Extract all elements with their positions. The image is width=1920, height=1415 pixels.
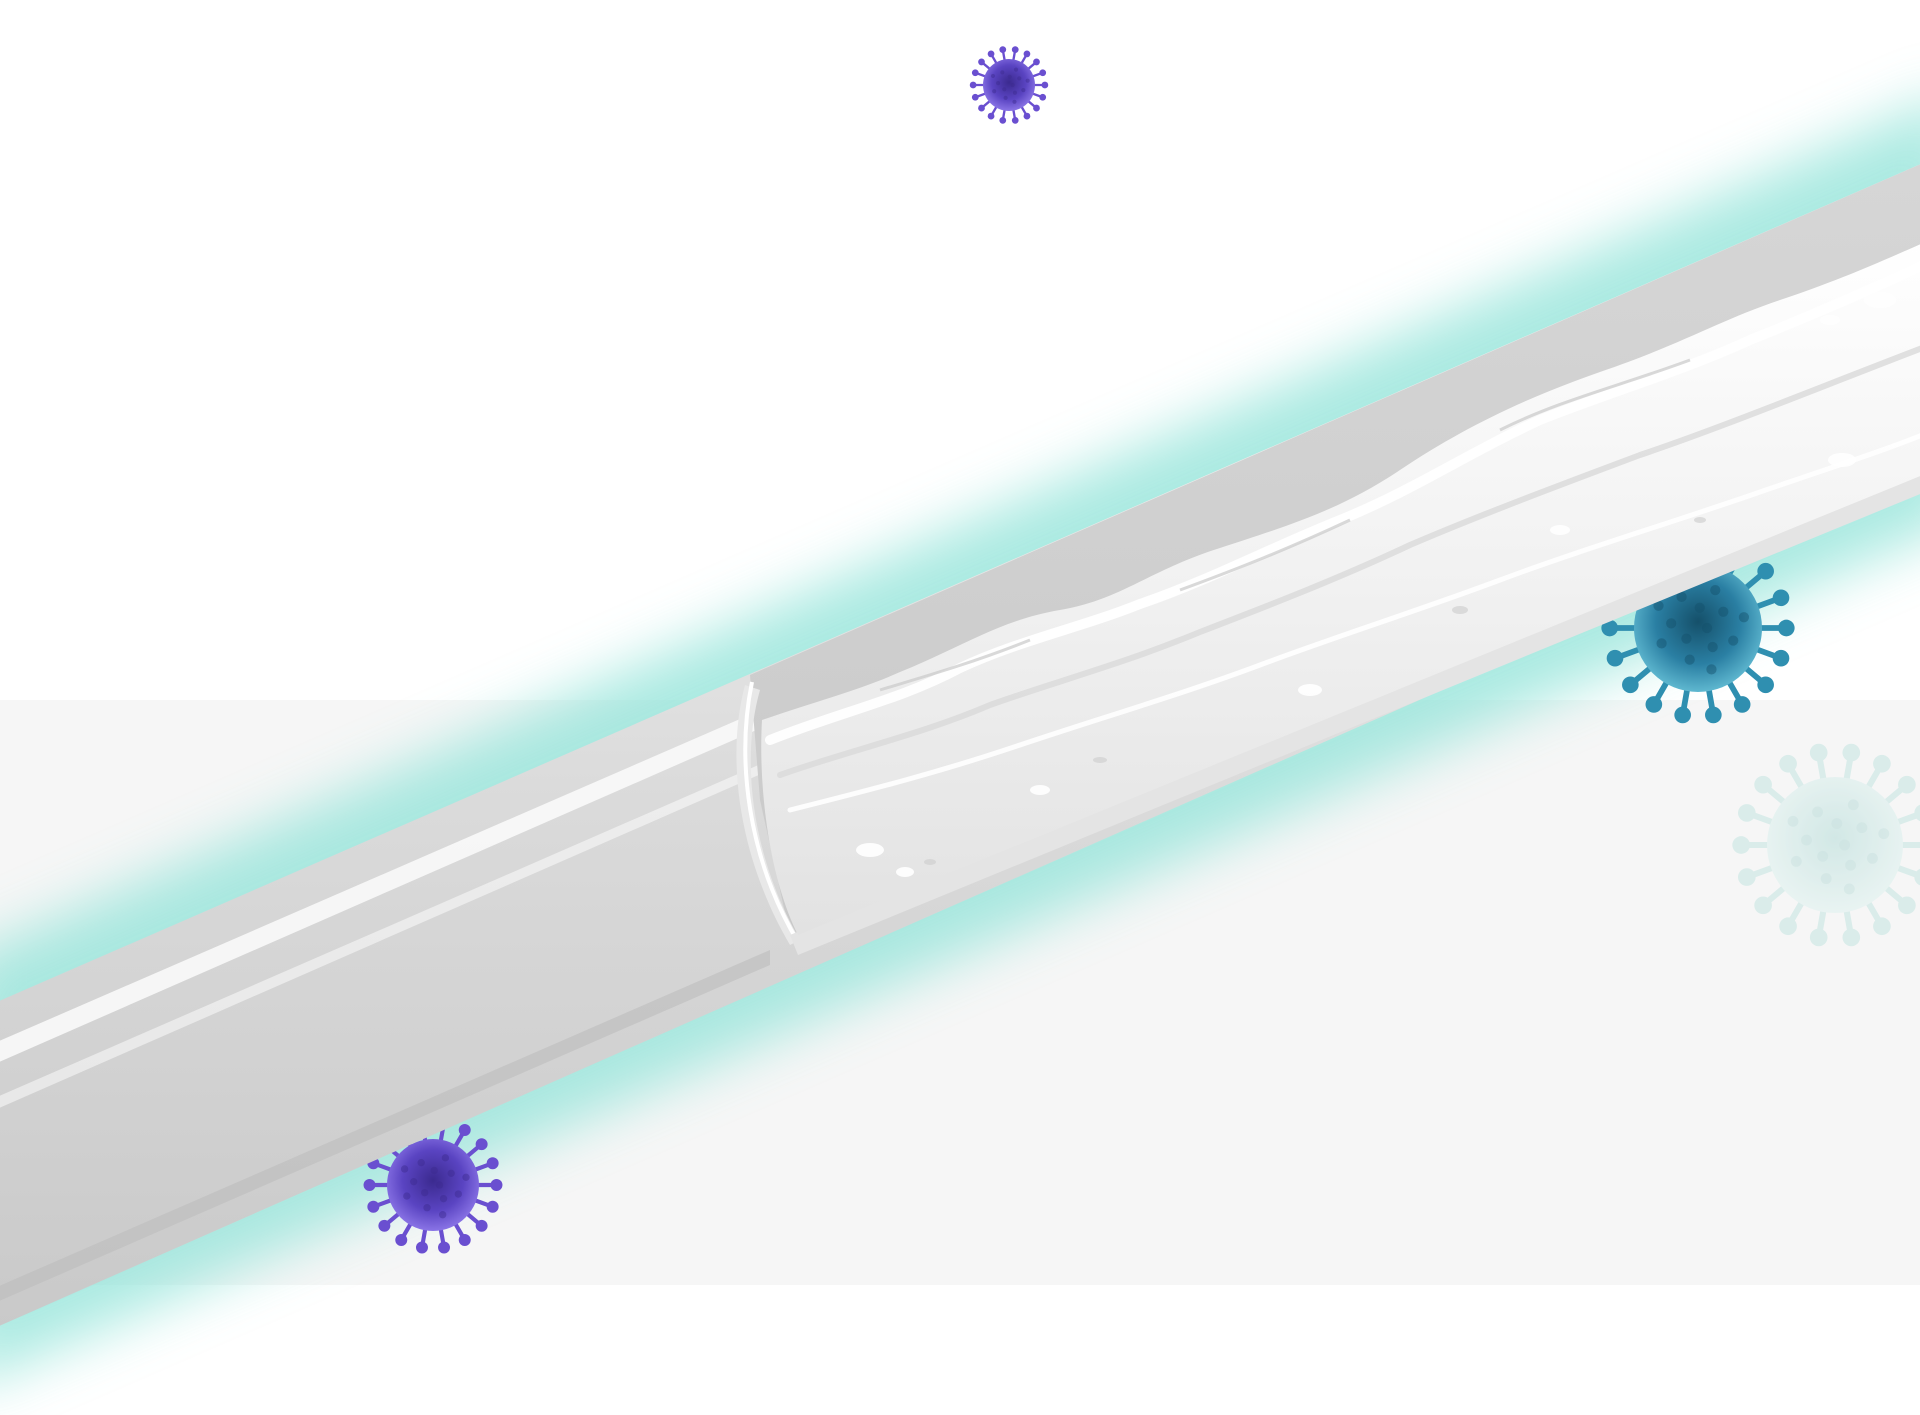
virus-icon <box>1732 743 1920 947</box>
virus-icon <box>363 1116 503 1254</box>
floor-edge <box>0 1285 1920 1415</box>
virus-icon <box>969 46 1049 124</box>
water-illustration <box>761 244 1920 935</box>
